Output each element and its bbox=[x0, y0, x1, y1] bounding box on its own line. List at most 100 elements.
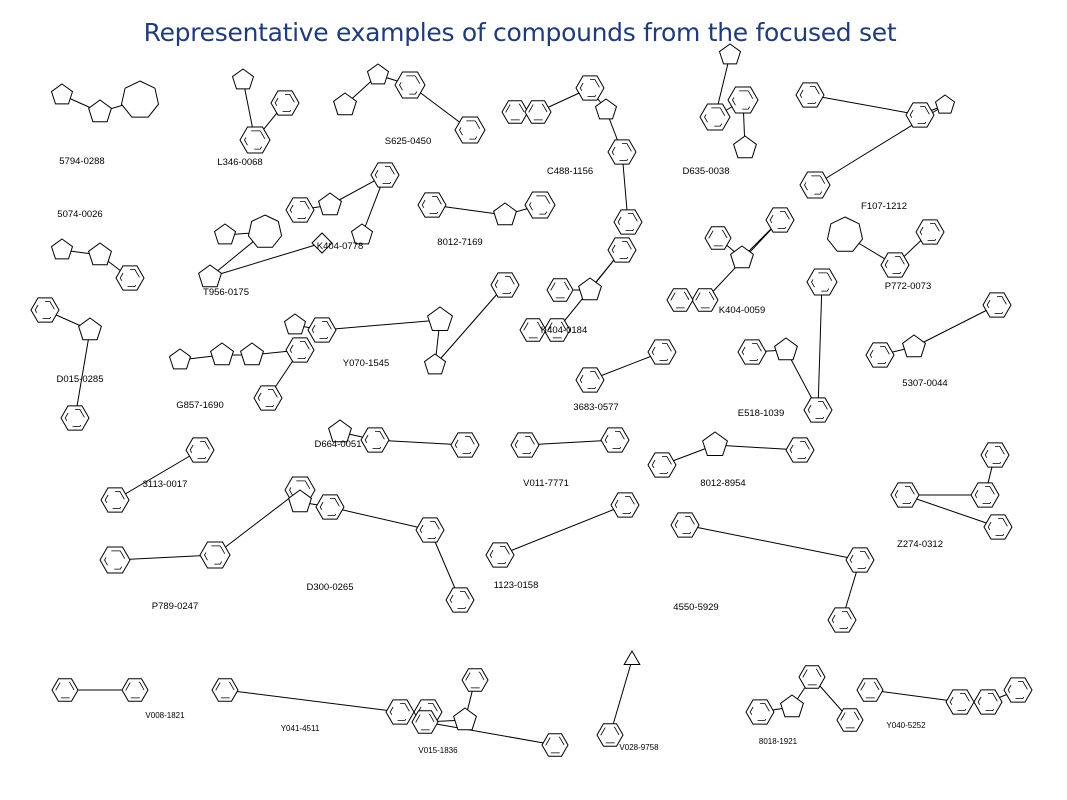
six-membered-ring bbox=[607, 237, 637, 263]
compound-structure-D635-0038 bbox=[699, 43, 759, 159]
compound-label: Y070-1545 bbox=[342, 358, 390, 369]
six-membered-ring bbox=[519, 318, 547, 342]
six-membered-ring bbox=[490, 272, 520, 298]
five-membered-ring bbox=[50, 83, 74, 105]
compound-label: K404-0059 bbox=[718, 305, 766, 316]
six-membered-ring bbox=[51, 678, 79, 702]
compound-structure-8018-1921 bbox=[745, 665, 864, 732]
compound-label: V015-1836 bbox=[418, 746, 458, 755]
compound-structure-K404-0184 bbox=[519, 237, 637, 342]
five-membered-ring bbox=[231, 68, 255, 90]
five-membered-ring bbox=[288, 489, 312, 513]
compound-label: 8018-1921 bbox=[758, 737, 798, 746]
six-membered-ring bbox=[856, 678, 884, 702]
five-membered-ring bbox=[350, 223, 374, 245]
six-membered-ring bbox=[880, 252, 910, 278]
compound-structure-8012-7169 bbox=[417, 191, 556, 226]
compound-label: 8012-7169 bbox=[437, 237, 483, 248]
compound-structure-P789-0247 bbox=[99, 476, 316, 574]
compound-structure-P772-0073 bbox=[826, 216, 945, 278]
six-membered-ring bbox=[394, 71, 426, 99]
compound-label: P772-0073 bbox=[884, 281, 932, 292]
six-membered-ring bbox=[983, 514, 1013, 540]
compound-label: D635-0038 bbox=[682, 166, 730, 177]
six-membered-ring bbox=[360, 427, 390, 453]
compound-structure-K404-0059 bbox=[666, 207, 795, 312]
compound-structure-V028-9758 bbox=[596, 650, 641, 747]
compound-label: Y041-4511 bbox=[280, 724, 320, 733]
six-membered-ring bbox=[765, 207, 795, 233]
five-membered-ring bbox=[702, 431, 728, 456]
compound-label: V008-1821 bbox=[145, 711, 185, 720]
compound-structure-Z274-0312 bbox=[890, 442, 1013, 540]
five-membered-ring bbox=[240, 342, 264, 366]
six-membered-ring bbox=[890, 482, 920, 508]
six-membered-ring bbox=[827, 607, 857, 633]
bond bbox=[224, 689, 401, 713]
five-membered-ring bbox=[774, 337, 798, 361]
compound-structure-D300-0265 bbox=[288, 489, 475, 613]
compound-structure-V011-7771 bbox=[510, 427, 630, 458]
compound-label: 8012-8954 bbox=[700, 478, 746, 489]
compound-structure-Y041-4511 bbox=[211, 678, 443, 725]
six-membered-ring bbox=[915, 219, 945, 245]
six-membered-ring bbox=[510, 432, 540, 458]
bond bbox=[589, 351, 663, 381]
compound-label: L346-0068 bbox=[217, 157, 263, 168]
six-membered-ring bbox=[845, 547, 875, 573]
compound-label: 5307-0044 bbox=[902, 378, 948, 389]
five-membered-ring bbox=[78, 317, 102, 341]
five-membered-ring bbox=[328, 419, 352, 443]
six-membered-ring bbox=[445, 587, 475, 613]
compound-label: G857-1690 bbox=[176, 400, 224, 411]
six-membered-ring bbox=[973, 689, 1003, 715]
six-membered-ring bbox=[785, 437, 815, 463]
compound-structure-V008-1821 bbox=[51, 678, 149, 702]
bond bbox=[499, 504, 626, 556]
bond bbox=[209, 242, 323, 278]
six-membered-ring bbox=[670, 512, 700, 538]
six-membered-ring bbox=[307, 317, 337, 343]
figure-title: Representative examples of compounds fro… bbox=[143, 18, 897, 47]
compound-structure-L346-0068 bbox=[231, 68, 300, 154]
compound-label: E518-1039 bbox=[737, 408, 785, 419]
bond bbox=[904, 494, 999, 528]
compound-label: 3683-0577 bbox=[573, 402, 619, 413]
compound-structure-E518-1039 bbox=[737, 268, 838, 423]
six-membered-ring bbox=[600, 427, 630, 453]
five-membered-ring bbox=[453, 707, 477, 731]
six-membered-ring bbox=[411, 710, 439, 734]
bond bbox=[524, 439, 616, 446]
six-membered-ring bbox=[647, 339, 677, 365]
compound-label: T956-0175 bbox=[203, 287, 249, 298]
five-membered-ring bbox=[730, 245, 754, 269]
compound-label: K404-0778 bbox=[316, 241, 364, 252]
bond bbox=[714, 444, 801, 451]
compound-structure-D664-0051 bbox=[328, 419, 480, 458]
compound-structure-Y040-5252 bbox=[856, 677, 1033, 715]
six-membered-ring bbox=[543, 318, 571, 342]
compound-structure-3683-0577 bbox=[575, 339, 677, 393]
compound-structure-S625-0450 bbox=[333, 63, 486, 144]
six-membered-ring bbox=[415, 517, 445, 543]
six-membered-ring bbox=[185, 437, 215, 463]
compound-structure-5794-0288 bbox=[50, 80, 160, 123]
compound-structure-5074-0026 bbox=[50, 238, 145, 291]
compound-structure-8012-8954 bbox=[647, 431, 815, 478]
six-membered-ring bbox=[575, 367, 605, 393]
six-membered-ring bbox=[613, 209, 643, 235]
six-membered-ring bbox=[60, 405, 90, 431]
bond bbox=[321, 319, 441, 331]
six-membered-ring bbox=[370, 162, 400, 188]
five-membered-ring bbox=[902, 334, 926, 358]
bond bbox=[114, 554, 216, 561]
six-membered-ring bbox=[982, 292, 1012, 318]
ring bbox=[120, 80, 160, 118]
six-membered-ring bbox=[803, 397, 833, 423]
six-membered-ring bbox=[99, 546, 131, 574]
six-membered-ring bbox=[905, 102, 935, 128]
five-membered-ring bbox=[168, 348, 192, 370]
compound-label: 5794-0288 bbox=[59, 156, 105, 167]
five-membered-ring bbox=[493, 202, 517, 226]
